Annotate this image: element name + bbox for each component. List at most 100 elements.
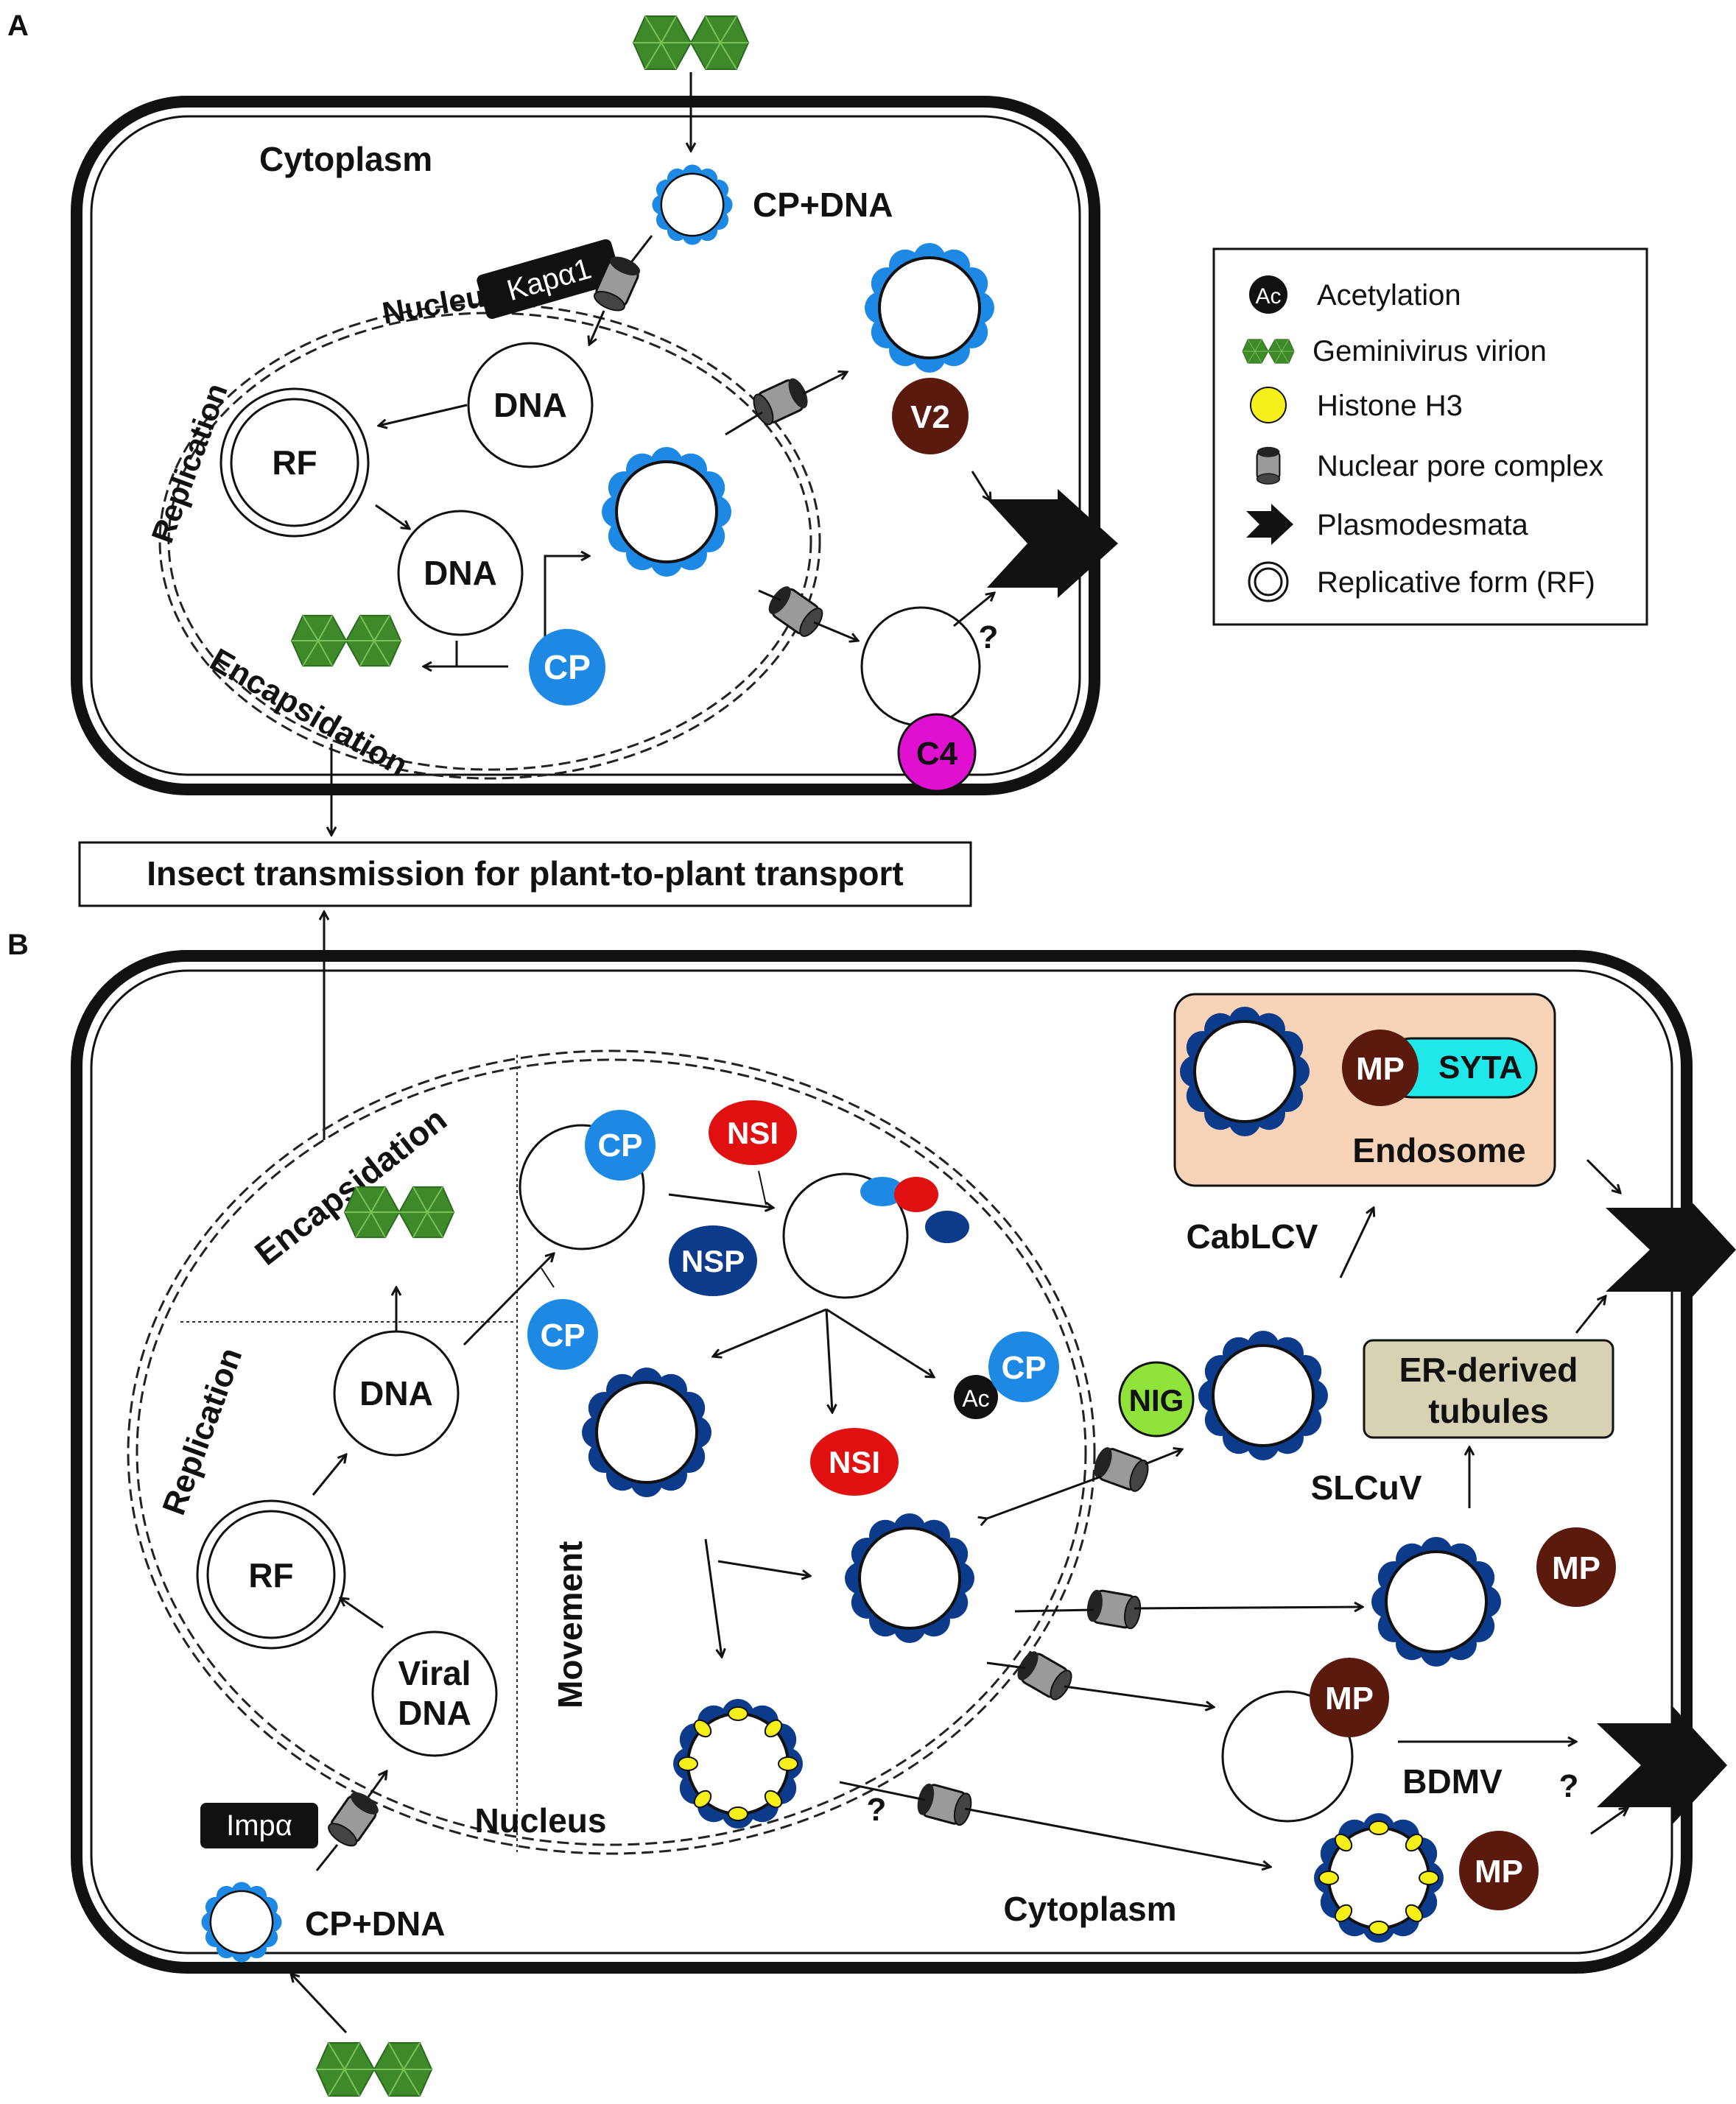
encapsidation-b-label: Encapsidation — [247, 1100, 454, 1273]
cytoplasm-a-label: Cytoplasm — [259, 140, 432, 178]
er-label-2: tubules — [1428, 1392, 1549, 1430]
virion-a-nucleus-icon — [290, 614, 402, 667]
legend-label-virion: Geminivirus virion — [1312, 335, 1547, 367]
mp-endosome-label: MP — [1356, 1051, 1405, 1087]
acetylation-icon — [1249, 275, 1287, 314]
transmission-box — [78, 841, 972, 907]
histone-icon — [1250, 387, 1287, 423]
nig — [1118, 1361, 1195, 1438]
cp-dna-b-label: CP+DNA — [305, 1904, 445, 1943]
dna-b — [333, 1330, 460, 1457]
rf-b-label: RF — [248, 1556, 293, 1594]
viral-dna-b — [371, 1630, 498, 1757]
v2-protein — [892, 378, 969, 454]
cp-a-label: CP — [544, 648, 591, 686]
cp-dna-a-label: CP+DNA — [753, 186, 893, 224]
nucleus-b — [127, 1049, 1096, 1855]
rf-b — [196, 1499, 346, 1650]
nucleus-a-label: Nucleus — [379, 275, 504, 331]
replication-b-label: Replication — [155, 1343, 249, 1520]
transmission-label: Insect transmission for plant-to-plant t… — [147, 854, 903, 893]
nuclear-pore-mp — [1012, 1647, 1077, 1704]
legend-label-acetylation: Acetylation — [1317, 279, 1461, 312]
movement-label: Movement — [551, 1541, 589, 1709]
legend-label-pore: Nuclear pore complex — [1317, 450, 1603, 482]
dna-a-top-label: DNA — [493, 386, 567, 424]
panel-b-label: B — [7, 929, 29, 961]
nuclear-pore-nig — [1089, 1443, 1153, 1495]
legend-label-rf: Replicative form (RF) — [1317, 566, 1595, 599]
syta-label: SYTA — [1438, 1049, 1522, 1086]
nuclear-pore-b-import — [323, 1787, 384, 1851]
slcuv-label: SLCuV — [1311, 1468, 1422, 1507]
mp-slcuv — [1536, 1527, 1616, 1607]
plasmodesmata-icon — [1246, 504, 1293, 545]
plasmodesmata-b-top-icon — [1606, 1190, 1736, 1309]
capsid-particle-slcuv — [1370, 1535, 1503, 1668]
nuclear-pore-a-export-top — [748, 374, 813, 429]
plasmodesmata-b-bottom-icon — [1597, 1706, 1727, 1825]
c4-protein — [897, 713, 977, 792]
endosome-label: Endosome — [1352, 1131, 1525, 1169]
virion-b-nucleus-icon — [343, 1186, 455, 1239]
question-b-nucleus: ? — [867, 1792, 887, 1828]
nsp — [669, 1225, 757, 1296]
mp-free — [1310, 1658, 1389, 1737]
cp-b-right — [988, 1331, 1059, 1402]
dna-a-cytoplasm — [860, 606, 981, 727]
histone-particle-b-nucleus — [673, 1699, 803, 1829]
cp-dna-particle-b — [200, 1881, 283, 1963]
v2-label: V2 — [910, 399, 950, 435]
mp-bdmv-label: MP — [1475, 1854, 1523, 1890]
nuclear-pore-bdmv — [913, 1780, 975, 1829]
nsi-mid — [810, 1428, 899, 1496]
histone-particle-bdmv — [1314, 1813, 1444, 1943]
nsi-mid-label: NSI — [829, 1445, 880, 1480]
virion-bottom-icon — [316, 2042, 432, 2097]
dna-a-top — [467, 342, 594, 468]
legend-label-histone: Histone H3 — [1317, 390, 1463, 422]
capsid-particle-b-center — [843, 1512, 976, 1644]
er-label-1: ER-derived — [1399, 1351, 1578, 1389]
er-tubules-box — [1363, 1339, 1614, 1439]
dna-a-mid — [397, 510, 524, 636]
cp-b-top-label: CP — [597, 1127, 642, 1164]
cp-b-mid — [527, 1299, 598, 1370]
dna-b-label: DNA — [359, 1374, 433, 1412]
legend: Ac Acetylation Geminivirus virion Histon… — [1212, 247, 1648, 626]
impa-label-box — [200, 1803, 318, 1848]
capsid-particle-cablcv — [1197, 1329, 1329, 1462]
panel-a-label: A — [7, 10, 29, 42]
question-b-bdmv: ? — [1559, 1768, 1579, 1804]
mp-bdmv — [1459, 1831, 1539, 1910]
nucleus-b-label: Nucleus — [475, 1801, 607, 1840]
nig-label: NIG — [1129, 1383, 1184, 1418]
virion-top-icon — [633, 15, 749, 70]
cp-a — [529, 629, 605, 706]
cp-b-right-label: CP — [1001, 1350, 1046, 1386]
dna-a-mid-label: DNA — [424, 554, 497, 592]
plasmodesmata-a-icon — [987, 489, 1118, 598]
rf-a-label: RF — [272, 443, 317, 482]
nuclear-pore-icon — [1256, 446, 1281, 485]
cp-b-top — [585, 1110, 656, 1181]
bdmv-label: BDMV — [1402, 1762, 1503, 1801]
mp-free-label: MP — [1325, 1681, 1374, 1717]
nsi-top — [709, 1100, 797, 1165]
nsi-top-label: NSI — [727, 1116, 779, 1150]
capsid-particle-b-left — [580, 1366, 713, 1499]
rf-a — [219, 387, 370, 538]
capsid-particle-a-nucleus — [600, 446, 733, 578]
capsid-particle-a-cytoplasm — [863, 242, 996, 374]
cp-b-mid-label: CP — [540, 1317, 585, 1354]
svg-text:Ac: Ac — [1255, 284, 1281, 309]
nuclear-shuttle-complex — [782, 1172, 969, 1299]
impa-label: Impα — [226, 1809, 292, 1842]
nuclear-pore-a-export-bottom — [763, 581, 828, 641]
viral-dna-label-2: DNA — [398, 1694, 471, 1732]
viral-dna-label-1: Viral — [398, 1654, 471, 1692]
cell-b — [71, 950, 1693, 1974]
mp-endosome — [1342, 1030, 1419, 1106]
acetylation-marker — [954, 1375, 998, 1419]
c4-label: C4 — [916, 736, 958, 772]
